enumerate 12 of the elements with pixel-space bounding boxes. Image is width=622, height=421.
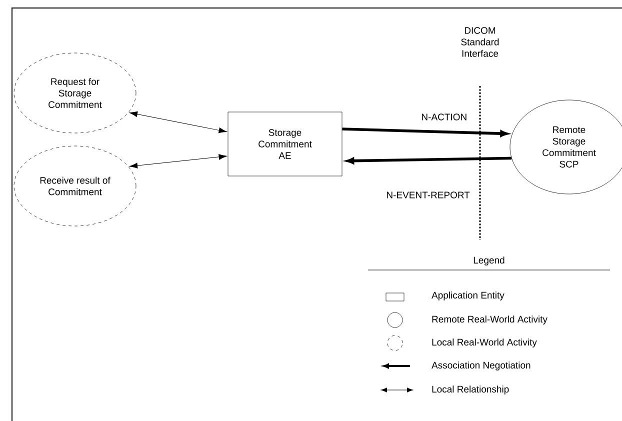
arrow bbox=[129, 111, 227, 134]
edge-label: N-ACTION bbox=[420, 112, 468, 122]
legend-title: Legend bbox=[474, 256, 504, 266]
legend-label: Association Negotiation bbox=[432, 362, 530, 370]
entity-box: Storage Commitment AE bbox=[228, 112, 342, 176]
legend-label: Remote Real-World Activity bbox=[432, 316, 548, 324]
legend-label: Local Real-World Activity bbox=[432, 338, 537, 348]
legend-label: Application Entity bbox=[432, 292, 504, 300]
edge-label: N-EVENT-REPORT bbox=[385, 190, 471, 200]
legend-label: Local Relationship bbox=[432, 386, 509, 394]
arrow bbox=[129, 154, 227, 168]
interface-label: DICOM Standard Interface bbox=[461, 27, 499, 57]
